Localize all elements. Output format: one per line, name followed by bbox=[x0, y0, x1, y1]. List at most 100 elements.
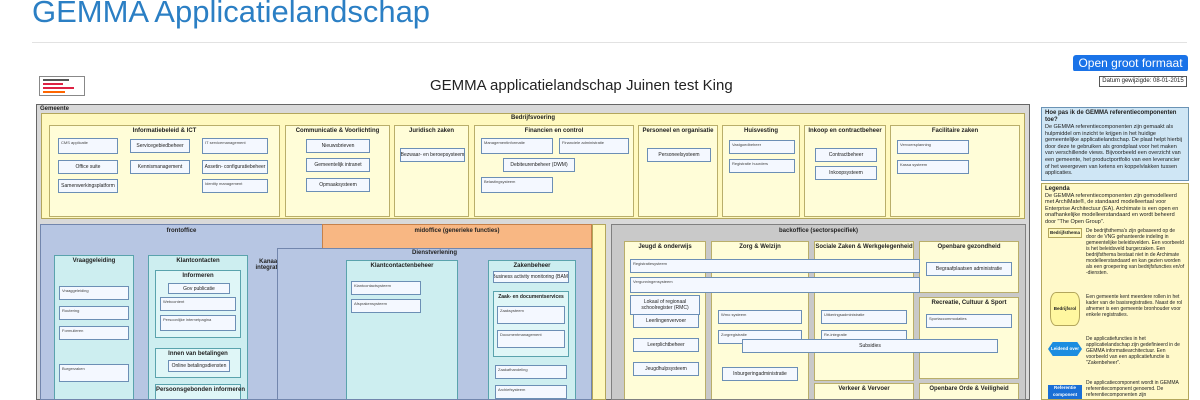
application-component[interactable]: Archiefsysteem bbox=[495, 385, 567, 399]
application-component[interactable]: Opmaaksysteem bbox=[306, 178, 370, 192]
midoffice-yellow-strip bbox=[592, 224, 606, 400]
group-verkeer: Verkeer & Vervoer bbox=[814, 383, 914, 399]
open-large-format-button[interactable]: Open groot formaat bbox=[1073, 55, 1188, 72]
application-component[interactable]: Jeugdhulpsysteem bbox=[633, 362, 699, 376]
group-huisvesting: Huisvesting Vastgoedbeheer Registratie h… bbox=[722, 125, 800, 217]
application-component[interactable]: Routering bbox=[59, 306, 129, 320]
diagram-title: GEMMA applicatielandschap Juinen test Ki… bbox=[430, 77, 733, 94]
group-label: Sociale Zaken & Werkgelegenheid bbox=[815, 244, 913, 250]
application-component[interactable]: Lokaal of regionaal schoolregister (RMC) bbox=[630, 295, 700, 315]
application-component[interactable]: Subsidies bbox=[742, 339, 998, 353]
group-label: Klantcontacten bbox=[176, 258, 220, 264]
legend-swatch-bedrijfsthema: Bedrijfsthema bbox=[1048, 228, 1082, 238]
application-component[interactable]: Vergunningensysteem bbox=[630, 277, 920, 293]
application-component[interactable]: Zaaksysteem bbox=[497, 306, 565, 324]
application-component[interactable]: Vervoersplanning bbox=[897, 140, 969, 154]
frontoffice-label: frontoffice bbox=[166, 228, 197, 234]
application-component[interactable]: Nieuwsbrieven bbox=[306, 139, 370, 153]
legend-text: De applicatiecomponent wordt in GEMMA re… bbox=[1086, 380, 1179, 398]
application-component[interactable]: Gov publicatie bbox=[168, 283, 230, 294]
help-panel: Hoe pas ik de GEMMA referentiecomponente… bbox=[1041, 107, 1189, 181]
application-component[interactable]: Personeelsysteem bbox=[647, 148, 711, 162]
group-vraaggeleiding: Vraaggeleiding Vraaggeleiding Routering … bbox=[54, 255, 134, 399]
group-label: Openbare Orde & Veiligheid bbox=[929, 386, 1009, 392]
group-personeel: Personeel en organisatie Personeelsystee… bbox=[638, 125, 718, 217]
frontoffice-area: frontoffice Vraaggeleiding Vraaggeleidin… bbox=[40, 224, 323, 400]
group-label: Zorg & Welzijn bbox=[739, 244, 781, 250]
application-component[interactable]: IT servicemanagement bbox=[202, 138, 268, 154]
kanaal-integratie-label: Kanaal integratie bbox=[255, 259, 283, 271]
application-component[interactable]: Registratiesysteem bbox=[630, 259, 920, 273]
help-title: Hoe pas ik de GEMMA referentiecomponente… bbox=[1045, 110, 1177, 123]
application-component[interactable]: Persoonlijke internetpagina bbox=[160, 315, 236, 331]
application-component[interactable]: Identity management bbox=[202, 179, 268, 193]
application-component[interactable]: Uitkeringsadministratie bbox=[821, 310, 907, 324]
application-component[interactable]: Vastgoedbeheer bbox=[729, 140, 795, 154]
legend-title: Legenda bbox=[1045, 186, 1070, 192]
application-component[interactable]: Online betalingsdiensten bbox=[168, 360, 230, 372]
page-title: GEMMA Applicatielandschap bbox=[32, 0, 431, 29]
group-label: Communicatie & Voorlichting bbox=[295, 128, 380, 134]
group-informeren: Informeren Gov publicatie Webcontent Per… bbox=[155, 270, 241, 338]
group-openbare-orde: Openbare Orde & Veiligheid bbox=[919, 383, 1019, 399]
application-component[interactable]: Debiteurenbeheer (DWM) bbox=[503, 158, 575, 172]
application-component[interactable]: Burgerzaken bbox=[59, 364, 129, 382]
group-label: Innen van betalingen bbox=[168, 351, 228, 357]
gemeente-label: Gemeente bbox=[40, 106, 70, 112]
legend-panel: Legenda De GEMMA referentiecomponenten z… bbox=[1041, 183, 1189, 400]
group-label: Zaak- en documentservices bbox=[498, 294, 564, 300]
application-component[interactable]: Documentmanagement bbox=[497, 330, 565, 348]
application-component[interactable]: Leerlingenvervoer bbox=[633, 314, 699, 328]
backoffice-area: backoffice (sectorspecifiek) Jeugd & ond… bbox=[611, 224, 1026, 400]
application-component[interactable]: Office suite bbox=[58, 160, 118, 174]
application-component[interactable]: Klantcontactsysteem bbox=[351, 281, 421, 295]
group-financien: Financien en control Managementinformati… bbox=[474, 125, 634, 217]
diagram-canvas[interactable]: GEMMA applicatielandschap Juinen test Ki… bbox=[32, 71, 1190, 400]
application-component[interactable]: Leerplichtbeheer bbox=[633, 338, 699, 352]
group-label: Informeren bbox=[182, 273, 214, 279]
application-component[interactable]: Afsprakensysteem bbox=[351, 299, 421, 313]
legend-swatch-referentiecomponent: Referentie component bbox=[1048, 385, 1082, 399]
legend-text: De bedrijfsthema's zijn gebaseerd op de … bbox=[1086, 228, 1185, 276]
group-zakenbeheer: Zakenbeheer Business activity monitoring… bbox=[488, 260, 576, 399]
application-component[interactable]: Zaakafhandeling bbox=[495, 365, 567, 379]
bedrijfsvoering-label: Bedrijfsvoering bbox=[510, 115, 555, 121]
application-component[interactable]: Kassa systeem bbox=[897, 160, 969, 174]
group-label: Financien en control bbox=[524, 128, 584, 134]
application-component[interactable]: Belastingsysteem bbox=[481, 177, 553, 193]
application-component[interactable]: Begraafplaatsen administratie bbox=[926, 262, 1012, 276]
group-zaak-documentservices: Zaak- en documentservices Zaaksysteem Do… bbox=[493, 291, 569, 357]
legend-intro: De GEMMA referentiecomponenten zijn gemo… bbox=[1045, 192, 1179, 225]
application-component[interactable]: Business activity monitoring (BAM) bbox=[493, 271, 569, 283]
legend-text: Een gemeente kent meerdere rollen in het… bbox=[1086, 294, 1183, 318]
application-component[interactable]: Servicegebiedbeheer bbox=[130, 139, 190, 153]
application-component[interactable]: Bezwaar- en beroepsysteem bbox=[400, 148, 465, 162]
application-component[interactable]: Vraaggeleiding bbox=[59, 286, 129, 300]
application-component[interactable]: Samenwerkingsplatform bbox=[58, 179, 118, 193]
application-component[interactable]: Contractbeheer bbox=[815, 148, 877, 162]
application-component[interactable]: CMS applicatie bbox=[58, 138, 118, 154]
application-component[interactable]: Registratie huurders bbox=[729, 159, 795, 173]
group-openbare-gezondheid: Openbare gezondheid Begraafplaatsen admi… bbox=[919, 241, 1019, 293]
application-component[interactable]: Wmo systeem bbox=[718, 310, 802, 324]
group-label: Openbare gezondheid bbox=[937, 244, 1001, 250]
group-label: Recreatie, Cultuur & Sport bbox=[931, 300, 1007, 306]
application-component[interactable]: Formulieren bbox=[59, 326, 129, 340]
application-component[interactable]: Financiele administratie bbox=[559, 138, 629, 154]
application-component[interactable]: Inburgeringadministratie bbox=[722, 367, 798, 381]
legend-swatch-bedrijfsrol: Bedrijfsrol bbox=[1050, 292, 1080, 326]
dienstverlening-label: Dienstverlening bbox=[411, 250, 457, 256]
application-component[interactable]: Assetin- configuratiebeheer bbox=[202, 160, 268, 174]
group-informatiebeleid: Informatiebeleid & ICT CMS applicatie Se… bbox=[49, 125, 280, 217]
group-persoonsgebonden: Persoonsgebonden informeren bbox=[155, 384, 245, 399]
legend-text: De applicatiefuncties in het applicatiel… bbox=[1086, 336, 1180, 366]
application-component[interactable]: Gemeentelijk intranet bbox=[306, 158, 370, 172]
group-klantcontactbeheer: Klantcontactenbeheer Klantcontactsysteem… bbox=[346, 260, 458, 399]
group-label: Zakenbeheer bbox=[513, 263, 551, 269]
application-component[interactable]: Managementinformatie bbox=[481, 138, 553, 154]
application-component[interactable]: Webcontent bbox=[160, 297, 236, 311]
application-component[interactable]: Kennismanagement bbox=[130, 160, 190, 174]
application-component[interactable]: Inkoopsysteem bbox=[815, 166, 877, 180]
group-label: Vraaggeleiding bbox=[72, 258, 116, 264]
application-component[interactable]: Sportaccommodaties bbox=[926, 314, 1012, 328]
